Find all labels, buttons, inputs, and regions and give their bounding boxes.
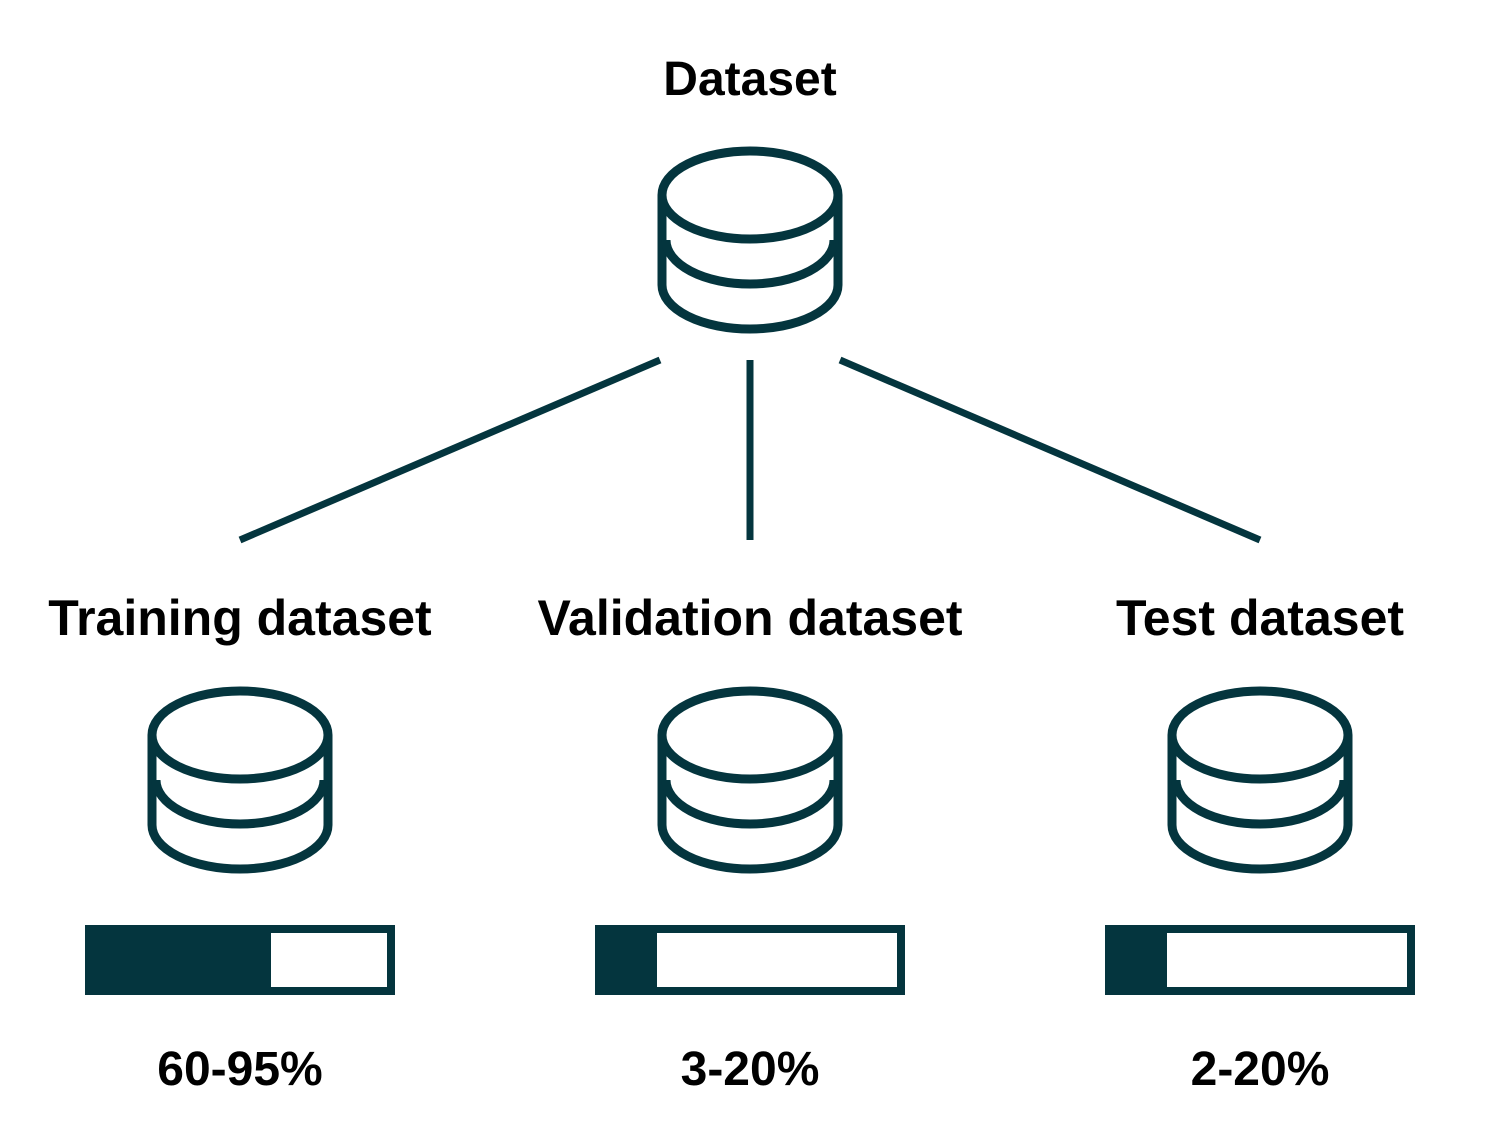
split-range: 60-95% — [157, 1043, 322, 1096]
cylinder-top — [657, 686, 843, 784]
proportion-bar — [85, 925, 395, 995]
cylinder-body — [657, 735, 843, 874]
bar-fill — [1105, 925, 1167, 995]
cylinder-body — [657, 195, 843, 334]
proportion-bar — [1105, 925, 1415, 995]
bar-fill — [595, 925, 657, 995]
database-icon — [657, 686, 843, 874]
proportion-bar — [595, 925, 905, 995]
split-training: Training dataset 60-95% — [48, 590, 432, 1096]
cylinder-top — [147, 686, 333, 784]
bar-fill — [85, 925, 271, 995]
split-label: Training dataset — [48, 590, 432, 646]
cylinder-ring — [1171, 779, 1349, 829]
database-icon — [147, 686, 333, 874]
database-icon — [657, 146, 843, 334]
cylinder-top — [657, 146, 843, 244]
cylinder-body — [147, 735, 333, 874]
cylinder-body — [1167, 735, 1353, 874]
cylinder-ring — [151, 779, 329, 829]
split-label: Test dataset — [1116, 590, 1404, 646]
connector-test — [838, 356, 1262, 544]
split-test: Test dataset 2-20% — [1105, 590, 1415, 1096]
database-icon — [1167, 686, 1353, 874]
split-label: Validation dataset — [537, 590, 962, 646]
cylinder-top — [1167, 686, 1353, 784]
connector-training — [238, 356, 662, 544]
split-range: 2-20% — [1191, 1043, 1330, 1096]
root-label: Dataset — [663, 53, 836, 106]
split-range: 3-20% — [681, 1043, 820, 1096]
cylinder-ring — [661, 779, 839, 829]
cylinder-ring — [661, 239, 839, 289]
split-validation: Validation dataset 3-20% — [537, 590, 962, 1096]
